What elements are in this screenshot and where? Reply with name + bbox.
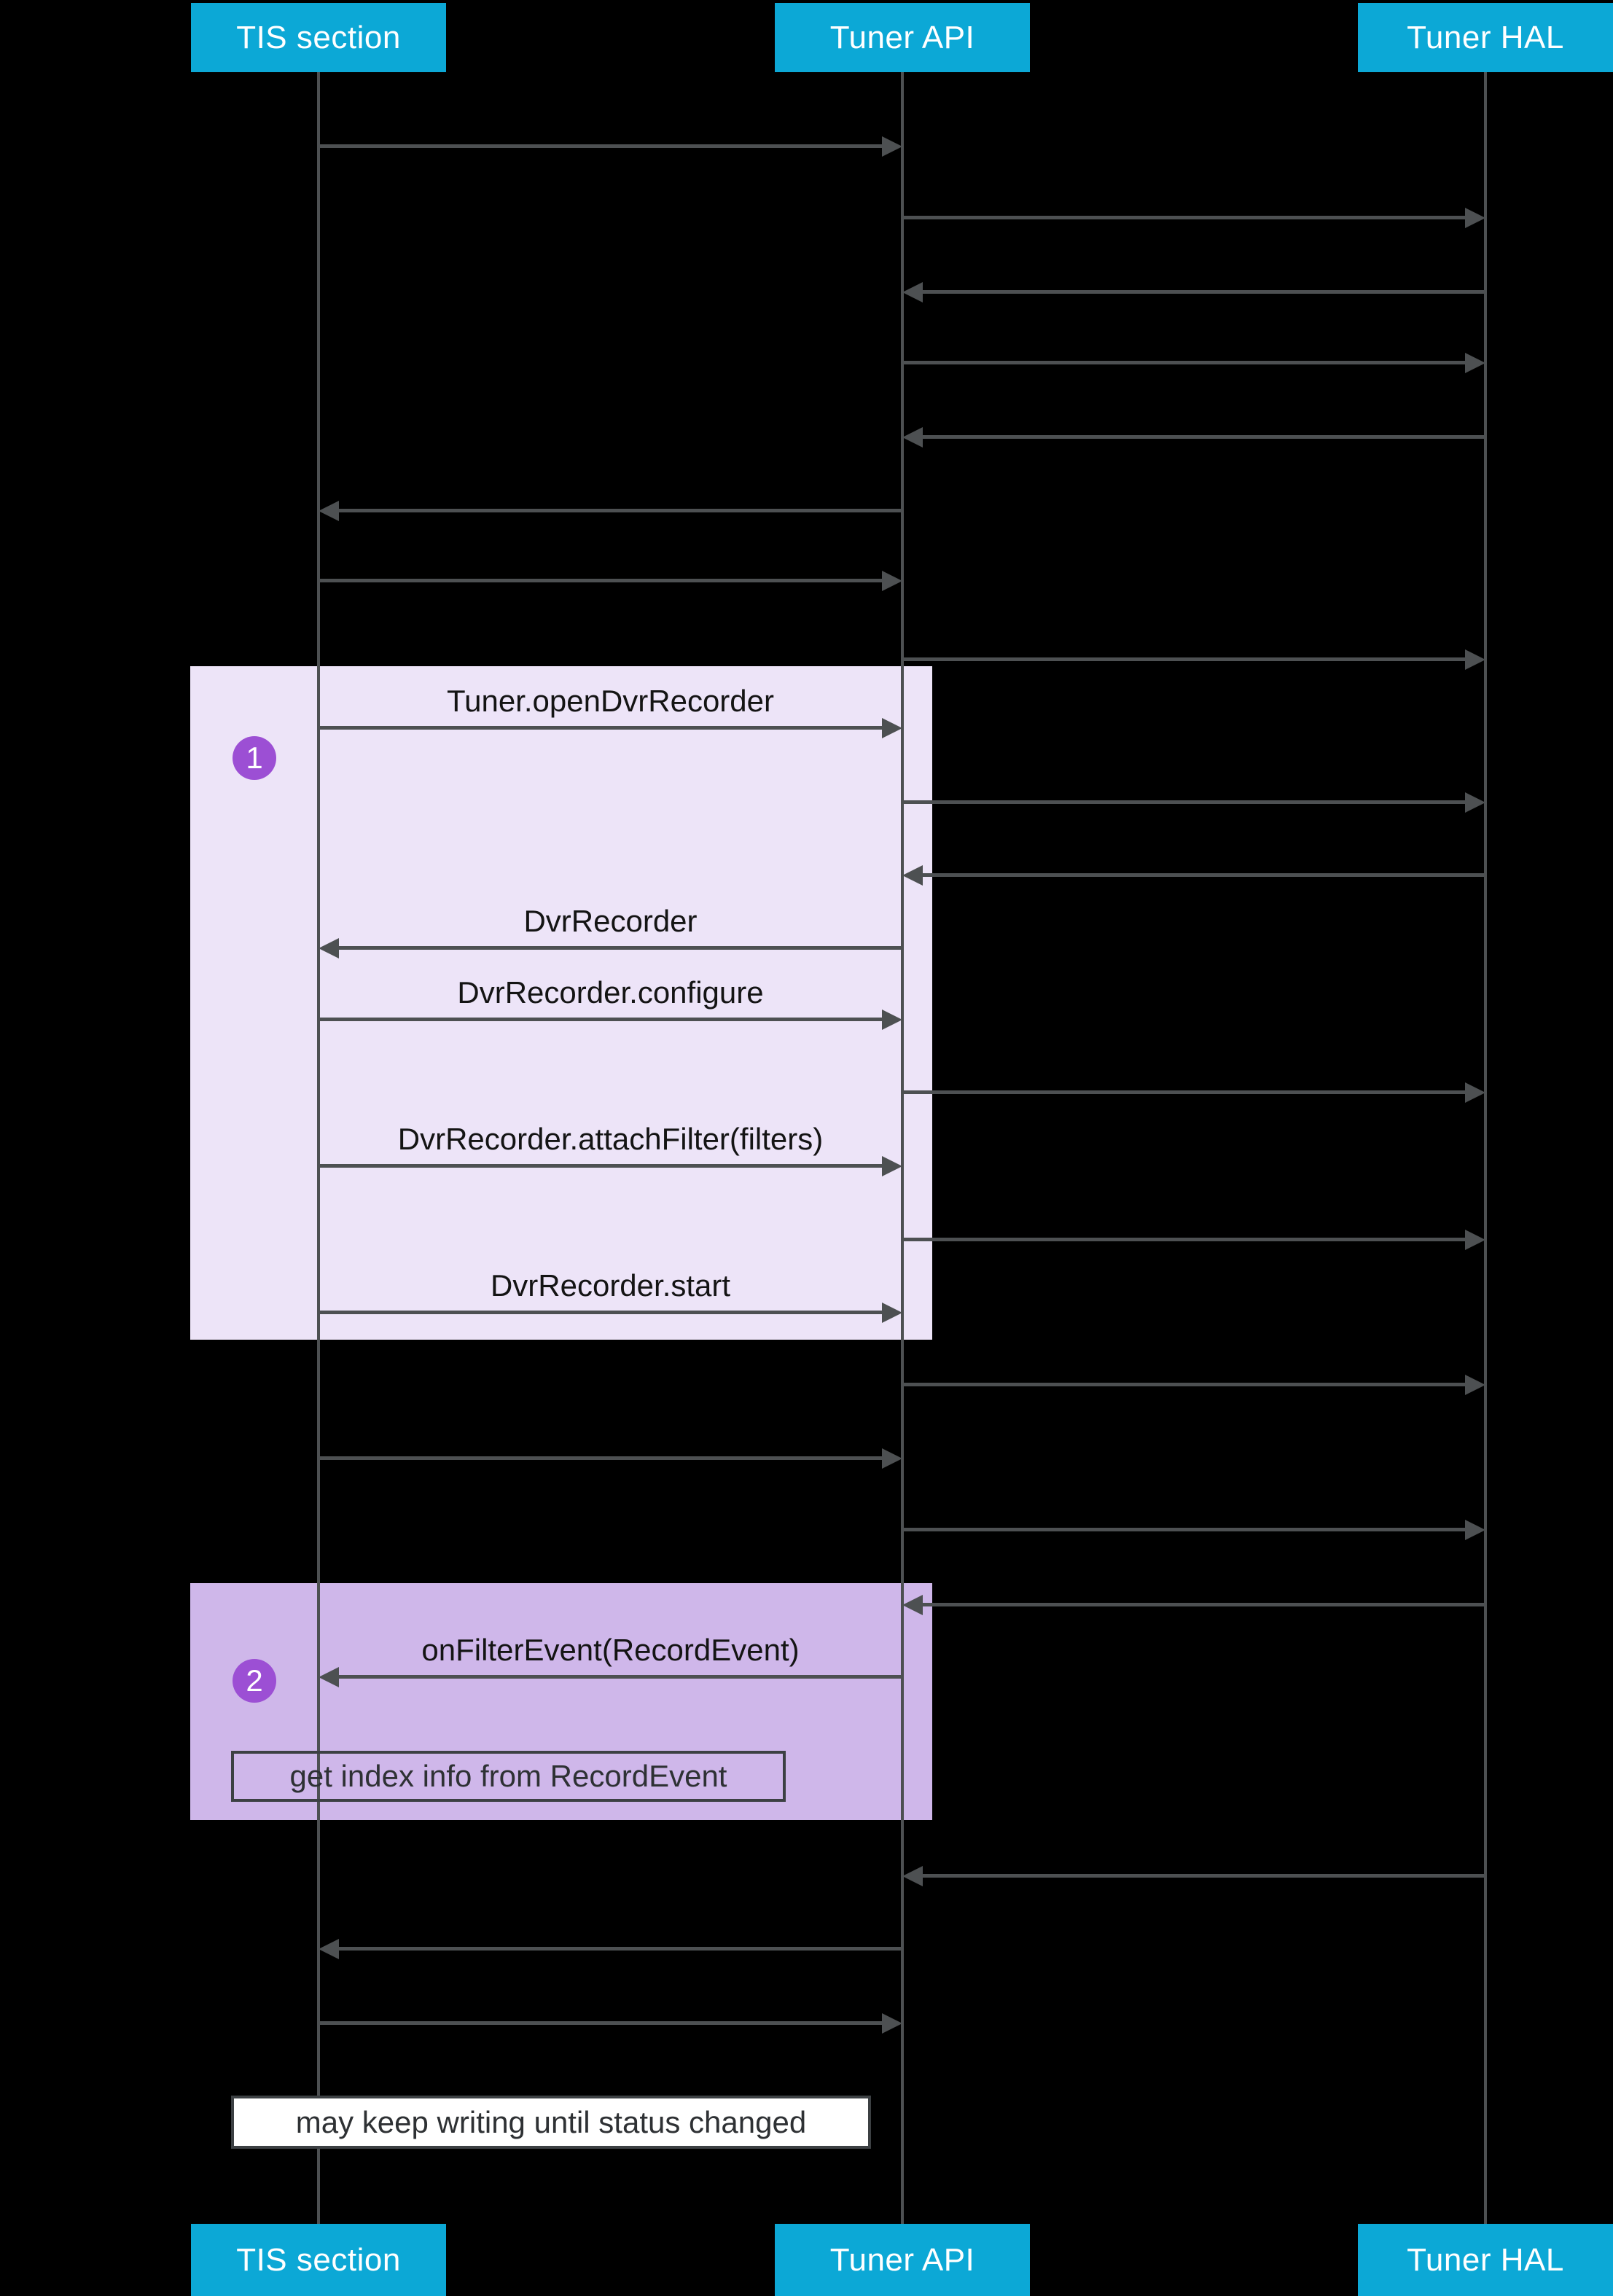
message-arrowhead xyxy=(1465,1230,1485,1250)
message-arrowhead xyxy=(882,718,902,738)
message-arrowhead xyxy=(902,427,923,448)
message-arrowhead xyxy=(902,282,923,302)
message-arrowhead xyxy=(882,571,902,591)
message-arrowhead xyxy=(1465,353,1485,373)
note-box: may keep writing until status changed xyxy=(231,2096,871,2149)
message-line xyxy=(902,216,1468,219)
participant-bottom-api: Tuner API xyxy=(775,2224,1030,2296)
message-arrowhead xyxy=(319,938,339,958)
message-arrowhead xyxy=(1465,208,1485,228)
message-arrowhead xyxy=(902,1595,923,1615)
message-arrowhead xyxy=(319,1939,339,1959)
message-line xyxy=(336,1947,902,1951)
participant-bottom-tis: TIS section xyxy=(191,2224,446,2296)
message-arrowhead xyxy=(882,2013,902,2034)
message-line xyxy=(902,1090,1468,1094)
step-badge-1: 1 xyxy=(233,736,276,780)
step-badge-2: 2 xyxy=(233,1659,276,1703)
message-arrowhead xyxy=(1465,792,1485,813)
message-line xyxy=(336,1675,902,1679)
highlight-block-1 xyxy=(190,666,932,1340)
participant-top-api: Tuner API xyxy=(775,3,1030,72)
message-line xyxy=(920,290,1485,294)
message-arrowhead xyxy=(902,1866,923,1886)
message-line xyxy=(902,1528,1468,1531)
message-label: onFilterEvent(RecordEvent) xyxy=(421,1633,800,1667)
message-line xyxy=(920,1874,1485,1878)
message-line xyxy=(319,1311,885,1314)
message-line xyxy=(319,1164,885,1168)
message-label: DvrRecorder.start xyxy=(490,1268,731,1303)
message-line xyxy=(902,1383,1468,1386)
message-arrowhead xyxy=(1465,649,1485,670)
message-line xyxy=(902,361,1468,364)
message-line xyxy=(319,2021,885,2025)
participant-top-hal: Tuner HAL xyxy=(1358,3,1613,72)
message-arrowhead xyxy=(319,501,339,521)
highlight-block-2 xyxy=(190,1583,932,1820)
message-arrowhead xyxy=(902,865,923,886)
message-arrowhead xyxy=(882,136,902,157)
message-line xyxy=(902,1238,1468,1241)
note-box: get index info from RecordEvent xyxy=(231,1751,786,1802)
lifeline-hal xyxy=(1484,72,1487,2224)
message-label: Tuner.openDvrRecorder xyxy=(447,684,774,718)
message-line xyxy=(336,509,902,512)
message-label: DvrRecorder.attachFilter(filters) xyxy=(397,1122,824,1156)
participant-top-tis: TIS section xyxy=(191,3,446,72)
message-line xyxy=(902,657,1468,661)
message-line xyxy=(336,946,902,950)
message-label: DvrRecorder.configure xyxy=(457,975,764,1010)
message-arrowhead xyxy=(882,1010,902,1030)
message-line xyxy=(319,1018,885,1021)
message-arrowhead xyxy=(882,1156,902,1176)
message-arrowhead xyxy=(1465,1520,1485,1540)
lifeline-tis xyxy=(317,72,320,2224)
message-line xyxy=(319,144,885,148)
message-arrowhead xyxy=(1465,1082,1485,1103)
message-line xyxy=(319,726,885,730)
message-arrowhead xyxy=(319,1667,339,1687)
message-line xyxy=(920,1603,1485,1606)
message-arrowhead xyxy=(882,1448,902,1469)
message-arrowhead xyxy=(882,1303,902,1323)
message-line xyxy=(902,800,1468,804)
message-line xyxy=(920,873,1485,877)
message-line xyxy=(319,579,885,582)
message-line xyxy=(319,1456,885,1460)
message-label: DvrRecorder xyxy=(523,904,698,938)
lifeline-api xyxy=(901,72,904,2224)
participant-bottom-hal: Tuner HAL xyxy=(1358,2224,1613,2296)
message-arrowhead xyxy=(1465,1375,1485,1395)
message-line xyxy=(920,435,1485,439)
